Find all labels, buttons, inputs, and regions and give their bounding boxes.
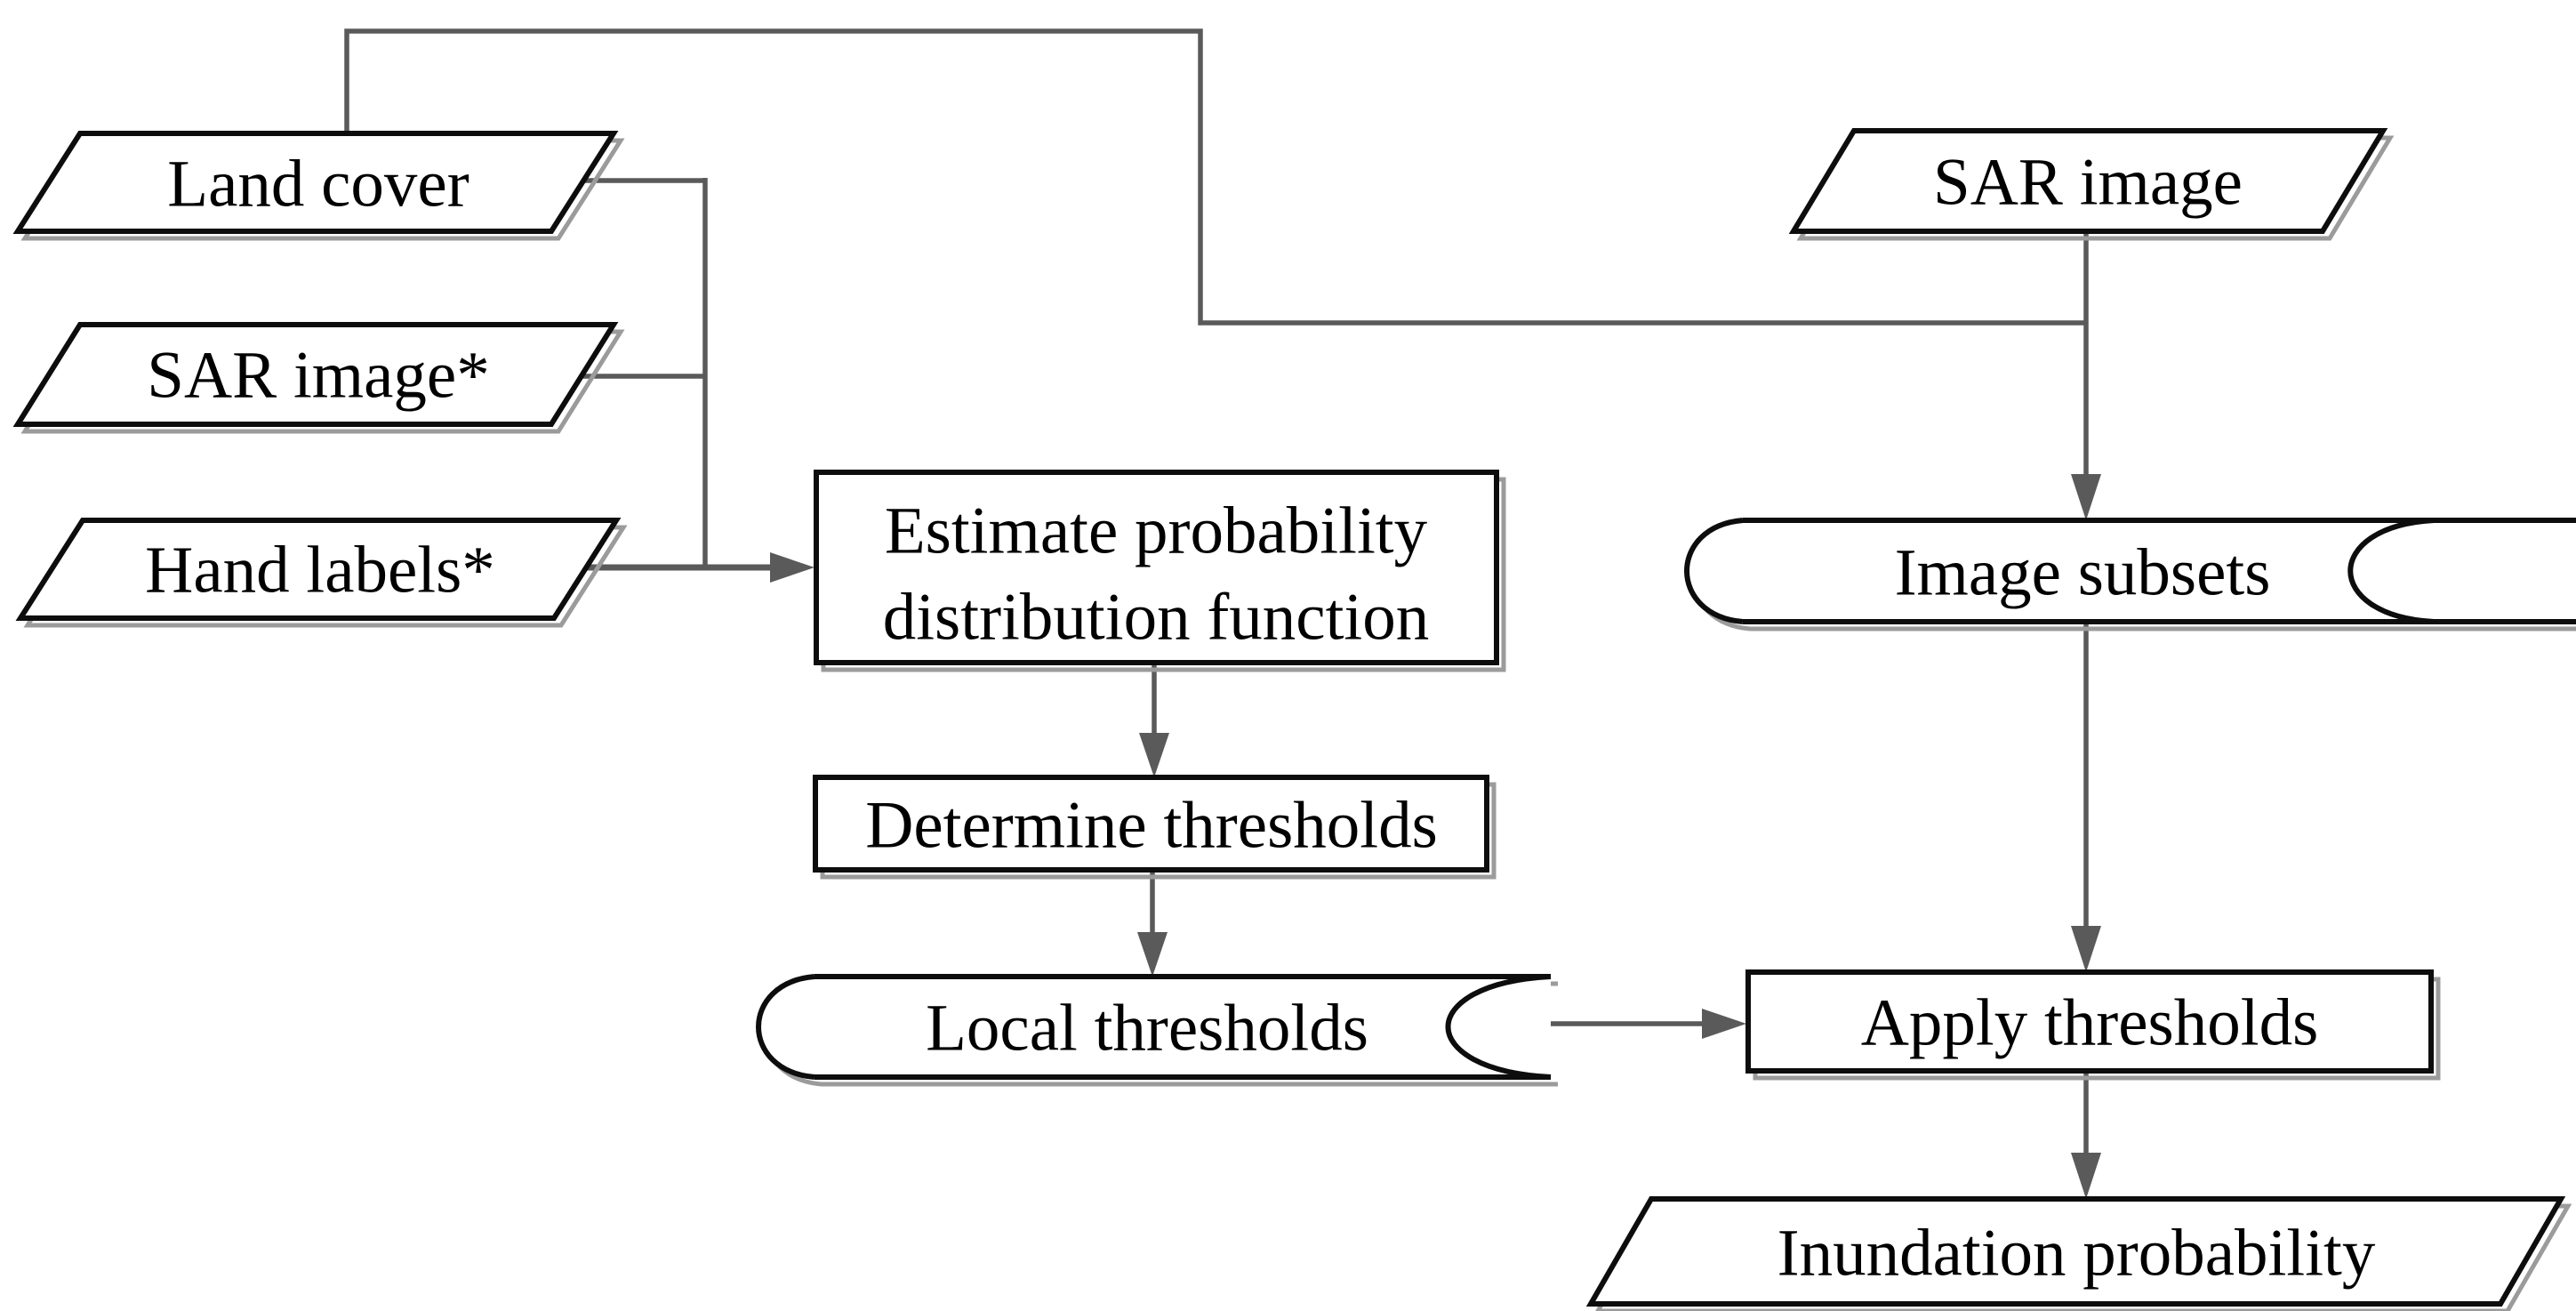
node-inundation-probability [1585, 1196, 2566, 1307]
node-sar-image-training [12, 322, 619, 427]
label-sar-image: SAR image [1933, 146, 2243, 220]
arrowhead-into-apply-top [2071, 926, 2101, 972]
label-estimate-pdf-line2: distribution function [883, 581, 1430, 655]
label-sar-image-training: SAR image* [147, 339, 489, 413]
label-estimate-pdf-line1: Estimate probability [885, 495, 1428, 568]
label-hand-labels: Hand labels* [145, 534, 495, 607]
labels: Land cover SAR image* Hand labels* SAR i… [145, 146, 2376, 1291]
label-inundation-probability: Inundation probability [1778, 1217, 2376, 1291]
label-local-thresholds: Local thresholds [926, 992, 1368, 1066]
label-apply-thresholds: Apply thresholds [1861, 986, 2319, 1060]
arrowhead-into-image-subsets [2071, 474, 2101, 520]
shape-shadows [20, 135, 2576, 1311]
connectors [344, 28, 2101, 1199]
arrowhead-into-apply-left [1702, 1009, 1746, 1039]
node-estimate-pdf [814, 470, 1499, 665]
node-apply-thresholds [1745, 969, 2434, 1074]
arrowhead-into-estimate [770, 552, 815, 583]
arrowhead-into-local-thresholds [1137, 932, 1168, 977]
label-image-subsets: Image subsets [1895, 536, 2271, 610]
node-determine-thresholds [813, 775, 1489, 873]
connector-landcover-to-subsets [344, 28, 2086, 326]
arrowhead-into-determine [1139, 733, 1169, 777]
concave-arc [1445, 974, 1552, 1080]
concave-arc [2347, 518, 2435, 624]
node-land-cover [12, 131, 619, 234]
node-local-thresholds [756, 974, 1552, 1080]
node-sar-image [1788, 128, 2388, 234]
node-image-subsets [1684, 518, 2576, 624]
shapes [12, 128, 2576, 1307]
label-land-cover: Land cover [167, 148, 469, 221]
label-determine-thresholds: Determine thresholds [865, 789, 1438, 863]
node-hand-labels [15, 518, 622, 621]
arrowhead-into-inundation [2071, 1153, 2101, 1199]
